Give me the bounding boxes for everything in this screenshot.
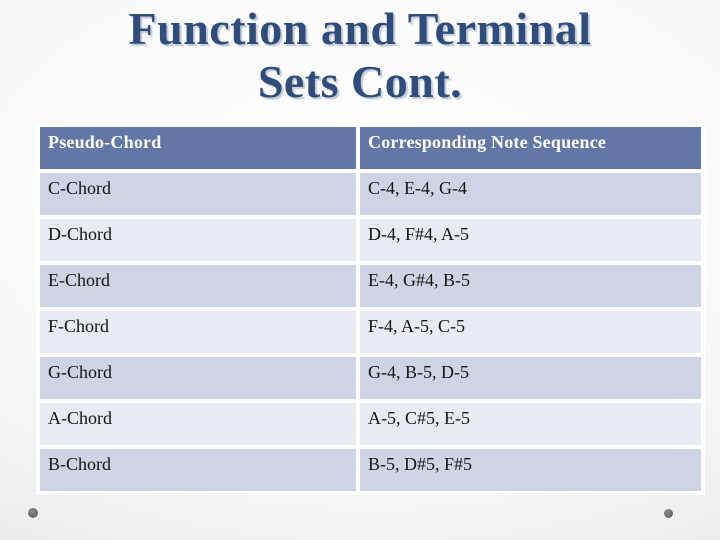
chord-cell: G-Chord: [40, 357, 356, 399]
table-row: A-Chord A-5, C#5, E-5: [40, 403, 701, 445]
chord-cell: B-Chord: [40, 449, 356, 491]
chord-table: Pseudo-Chord Corresponding Note Sequence…: [36, 123, 705, 495]
column-header-pseudo-chord: Pseudo-Chord: [40, 127, 356, 169]
notes-cell: D-4, F#4, A-5: [360, 219, 701, 261]
table-row: C-Chord C-4, E-4, G-4: [40, 173, 701, 215]
chord-cell: E-Chord: [40, 265, 356, 307]
notes-cell: G-4, B-5, D-5: [360, 357, 701, 399]
slide-title-line-1: Function and Terminal: [128, 3, 592, 54]
table-row: B-Chord B-5, D#5, F#5: [40, 449, 701, 491]
chord-cell: D-Chord: [40, 219, 356, 261]
slide-title-line-2: Sets Cont.: [257, 56, 463, 107]
table-row: F-Chord F-4, A-5, C-5: [40, 311, 701, 353]
bottom-left-dot: [28, 508, 38, 518]
column-header-note-sequence: Corresponding Note Sequence: [360, 127, 701, 169]
notes-cell: B-5, D#5, F#5: [360, 449, 701, 491]
notes-cell: E-4, G#4, B-5: [360, 265, 701, 307]
bottom-right-dot: [664, 509, 673, 518]
chord-cell: A-Chord: [40, 403, 356, 445]
notes-cell: C-4, E-4, G-4: [360, 173, 701, 215]
chord-cell: F-Chord: [40, 311, 356, 353]
notes-cell: F-4, A-5, C-5: [360, 311, 701, 353]
chord-cell: C-Chord: [40, 173, 356, 215]
table-row: E-Chord E-4, G#4, B-5: [40, 265, 701, 307]
table-header-row: Pseudo-Chord Corresponding Note Sequence: [40, 127, 701, 169]
slide-title: Function and Terminal Sets Cont.: [0, 2, 720, 108]
table-row: G-Chord G-4, B-5, D-5: [40, 357, 701, 399]
table-row: D-Chord D-4, F#4, A-5: [40, 219, 701, 261]
notes-cell: A-5, C#5, E-5: [360, 403, 701, 445]
